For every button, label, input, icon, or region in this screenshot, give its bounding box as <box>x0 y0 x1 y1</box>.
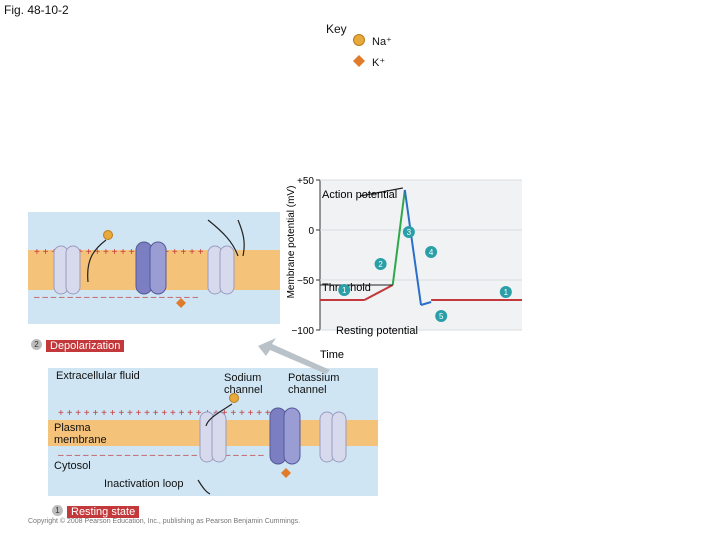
cytosol-label: Cytosol <box>54 460 91 472</box>
phase-badges: 1 2 3 4 5 1 <box>338 226 512 322</box>
extracellular-label: Extracellular fluid <box>56 370 140 382</box>
panel-number-badge: 2 <box>31 339 42 351</box>
potassium-channel-icon <box>319 411 347 463</box>
depolarization-panel: + + + + + + + + + + + + + + + + + + + + … <box>28 212 280 324</box>
sodium-channel-label: Sodium channel <box>224 372 263 396</box>
x-axis-label: Time <box>320 349 344 361</box>
plasma-membrane-label: Plasma membrane <box>54 422 107 446</box>
key-item-sodium: Na⁺ <box>372 36 392 48</box>
phase-badge: 1 <box>338 284 351 296</box>
phase-badge-label: 4 <box>429 248 434 257</box>
annotations: Action potentialThresholdResting potenti… <box>320 187 418 337</box>
svg-text:+ + + + + + + + + +: + + + + + + + + + + + + + + + + + + + + … <box>58 408 271 419</box>
sodium-channel-icon <box>53 245 81 295</box>
svg-text:+ + + + + + + + + +: + + + + + + + + + + + + + + + + + + + + <box>34 247 204 258</box>
sodium-channel-icon <box>199 411 227 463</box>
phase-badge-label: 5 <box>439 312 444 321</box>
phase-badge: 5 <box>435 310 448 322</box>
phase-badge: 2 <box>374 258 387 270</box>
y-axis-label: Membrane potential (mV) <box>286 186 297 299</box>
action-potential-chart: Membrane potential (mV) Time +50 0 −50 −100… <box>286 176 522 361</box>
depolarization-label: Depolarization <box>46 340 125 352</box>
annotation-resting-potential: Resting potential <box>336 325 418 337</box>
resting-state-title: 1 Resting state <box>52 502 140 520</box>
y-tick-label: +50 <box>297 176 314 187</box>
series-line <box>391 189 406 286</box>
y-tick-label: 0 <box>308 226 314 237</box>
open-sodium-channel-icon <box>135 241 167 295</box>
depolarization-title: 2 Depolarization <box>31 336 125 354</box>
annotation-action-potential: Action potential <box>322 189 397 201</box>
phase-badge-label: 1 <box>504 288 509 297</box>
panel-arrow-icon <box>258 338 330 374</box>
y-tick-label: −50 <box>297 276 314 287</box>
resting-panel: + + + + + + + + + + + + + + + + + + + + … <box>48 368 378 496</box>
potassium-diamond-icon <box>353 55 365 67</box>
phase-badge-label: 2 <box>378 260 383 269</box>
phase-badge: 1 <box>499 286 512 298</box>
series-lines <box>320 189 522 306</box>
figure-label: Fig. 48-10-2 <box>4 3 69 17</box>
phase-badge: 4 <box>425 246 438 258</box>
svg-text:– – – – – – – – – –: – – – – – – – – – – – – – – – – – – – – … <box>58 450 264 461</box>
key-title: Key <box>326 22 347 36</box>
copyright-text: Copyright © 2008 Pearson Education, Inc.… <box>28 518 301 525</box>
key-item-potassium: K⁺ <box>372 57 386 69</box>
chart-plot-area <box>320 180 522 330</box>
closed-sodium-channel-icon <box>269 407 301 465</box>
y-tick-label: −100 <box>291 326 314 337</box>
panel-number-badge: 1 <box>52 505 63 517</box>
y-ticks: +50 0 −50 −100 <box>291 176 522 337</box>
svg-text:– – – – – – – – – –: – – – – – – – – – – – – – – – – – – – – <box>34 292 198 303</box>
series-line <box>363 284 394 301</box>
potassium-channel-label: Potassium channel <box>288 372 340 396</box>
phase-badge-label: 1 <box>342 286 347 295</box>
potassium-channel-icon <box>207 245 235 295</box>
phase-badge-label: 3 <box>407 228 412 237</box>
annotation-leader <box>359 187 403 197</box>
sodium-circle-icon <box>353 34 365 46</box>
series-line <box>403 189 422 306</box>
resting-state-label: Resting state <box>67 506 140 518</box>
phase-badge: 3 <box>402 226 415 238</box>
inactivation-loop-label: Inactivation loop <box>104 478 184 490</box>
series-line <box>420 301 432 306</box>
